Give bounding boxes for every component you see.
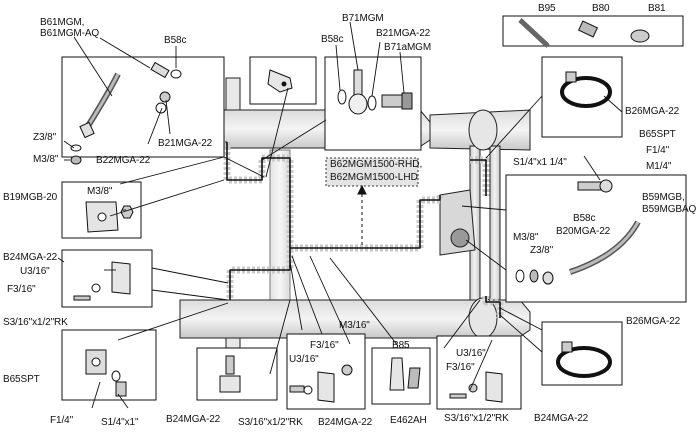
- b19-bracket: [85, 201, 134, 233]
- label-s3-16-b3: S3/16"x1/2"RK: [444, 413, 509, 424]
- brake-pipe-run: [223, 142, 504, 318]
- label-b61mgm-aq: B61MGM-AQ: [40, 28, 100, 39]
- label-b20mga22: B20MGA-22: [556, 226, 611, 237]
- label-z3-8-left: Z3/8": [33, 132, 57, 143]
- center-callout-line-1: B62MGM1500-RHD,: [330, 159, 423, 170]
- label-s1-4x1-1-4: S1/4"x1 1/4": [513, 157, 567, 168]
- label-b21mga22-top: B21MGA-22: [376, 28, 431, 39]
- rear-hose-part: [515, 179, 641, 285]
- label-b85: B85: [392, 340, 410, 351]
- hose-clip-bottom-right: [556, 341, 612, 378]
- tee-piece: [85, 349, 127, 397]
- label-b24mga22-b1: B24MGA-22: [166, 414, 221, 425]
- label-m3-8-b19: M3/8": [87, 186, 113, 197]
- clip-part-left: [73, 261, 131, 301]
- label-b71mgm: B71MGM: [342, 13, 384, 24]
- label-b19mgb20: B19MGB-20: [3, 192, 58, 203]
- label-f1-4-right: F1/4": [646, 145, 670, 156]
- box-tee: [61, 329, 157, 401]
- label-m3-8-right: M3/8": [513, 232, 539, 243]
- label-m3-8-left: M3/8": [33, 154, 59, 165]
- label-b81: B81: [648, 3, 666, 14]
- label-u3-16-right: U3/16": [456, 348, 486, 359]
- label-b24mga22-b3: B24MGA-22: [534, 413, 589, 424]
- label-f3-16-mid: F3/16": [310, 340, 339, 351]
- label-m3-16: M3/16": [339, 320, 370, 331]
- label-b58c-top: B58c: [164, 35, 187, 46]
- center-callout-arrow: [357, 184, 367, 246]
- label-m1-4: M1/4": [646, 161, 672, 172]
- label-b21mga22-left: B21MGA-22: [158, 138, 213, 149]
- clip-b1-part: [219, 355, 241, 393]
- label-b59mgb: B59MGB,: [642, 192, 685, 203]
- rear-axle: [439, 189, 476, 256]
- label-b26mga22-top: B26MGA-22: [625, 106, 680, 117]
- center-callout-box: [325, 157, 419, 187]
- spares-parts: [518, 18, 650, 48]
- clip-part-top: [267, 69, 293, 93]
- label-b24mga22-left: B24MGA-22: [3, 252, 58, 263]
- front-hose-part: [70, 61, 182, 165]
- label-f1-4-left: F1/4": [50, 415, 74, 426]
- label-b22mga22: B22MGA-22: [96, 155, 151, 166]
- label-b71amgm: B71aMGM: [384, 42, 432, 53]
- label-b80: B80: [592, 3, 610, 14]
- label-e462ah: E462AH: [390, 415, 427, 426]
- clip-b3-part: [389, 357, 421, 391]
- label-b95: B95: [538, 3, 556, 14]
- label-b59mgbaq: B59MGBAQ: [642, 204, 697, 215]
- label-s3-16-left: S3/16"x1/2"RK: [3, 317, 68, 328]
- label-s1-4x1: S1/4"x1": [101, 417, 139, 428]
- box-front-hose: [61, 56, 225, 158]
- label-z3-8-right: Z3/8": [530, 245, 554, 256]
- clip-b2-part: [289, 364, 353, 403]
- label-u3-16-mid: U3/16": [289, 354, 319, 365]
- label-f3-16-left: F3/16": [7, 284, 36, 295]
- label-b58c-mid: B58c: [321, 34, 344, 45]
- hose-clip-top-right: [560, 71, 612, 108]
- label-b24mga22-b2: B24MGA-22: [318, 417, 373, 428]
- label-u3-16-left: U3/16": [20, 266, 50, 277]
- center-callout-line-2: B62MGM1500-LHD: [330, 172, 418, 183]
- leader-lines: [57, 21, 623, 409]
- label-b65spt-left: B65SPT: [3, 374, 40, 385]
- label-b61mgm: B61MGM,: [40, 17, 85, 28]
- label-b65spt-right: B65SPT: [639, 129, 676, 140]
- label-f3-16-right: F3/16": [446, 362, 475, 373]
- label-s3-16-b2: S3/16"x1/2"RK: [238, 417, 303, 428]
- label-b58c-right: B58c: [573, 213, 596, 224]
- clip-b4-part: [449, 371, 503, 403]
- label-b26mga22-bottom: B26MGA-22: [626, 316, 681, 327]
